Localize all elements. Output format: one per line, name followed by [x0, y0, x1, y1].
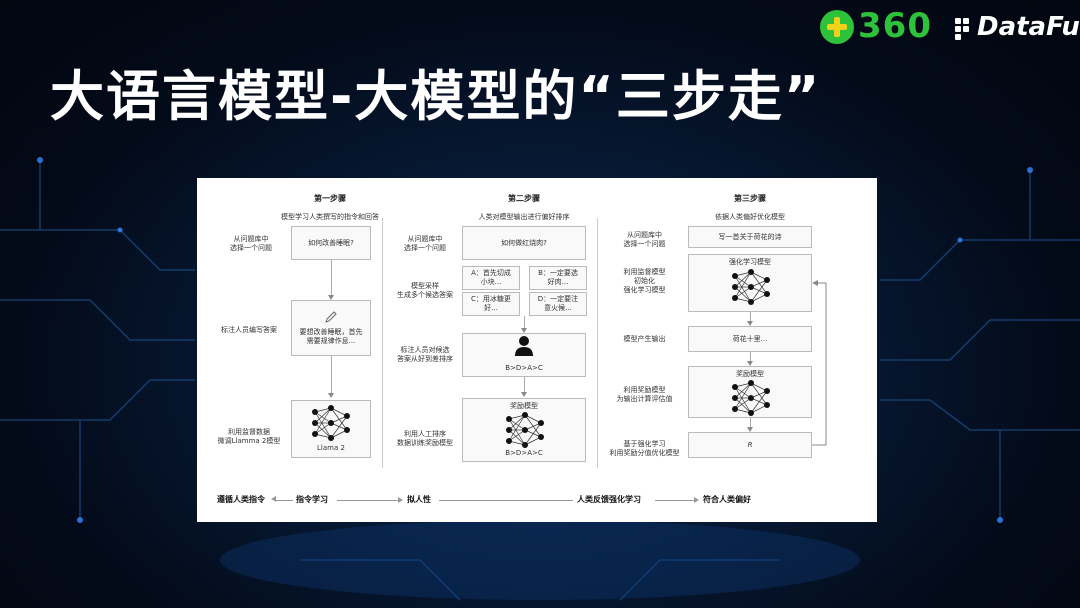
logo-360-text: 360	[858, 6, 932, 46]
step3-label-output: 模型产生输出	[623, 335, 666, 343]
candidate-b: B：一定要选 好肉...	[529, 266, 587, 290]
datafun-mark-icon	[955, 18, 977, 40]
logo-datafun-text: DataFun.	[977, 12, 1080, 42]
neural-network-icon	[312, 405, 350, 441]
label-rlhf: 人类反馈强化学习	[577, 495, 641, 504]
rl-model-label: 强化学习模型	[729, 258, 771, 266]
model-output: 荷花十里...	[732, 334, 768, 343]
neural-network-icon	[732, 380, 770, 416]
label-humanlike: 拟人性	[407, 495, 431, 504]
step1-model-name: Llama 2	[317, 444, 345, 452]
neural-network-icon	[506, 412, 544, 448]
pencil-icon	[325, 311, 337, 323]
step1-answer: 要想改善睡眠，首先 需要规律作息...	[299, 328, 363, 345]
reward-symbol: R	[747, 440, 753, 449]
step2-question-box: 如何做红烧肉?	[462, 226, 586, 260]
step3-label-select: 从问题库中 选择一个问题	[623, 231, 666, 248]
step1-label-select: 从问题库中 选择一个问题	[230, 235, 272, 252]
slide-title: 大语言模型-大模型的“三步走”	[50, 65, 822, 128]
step2-reward-ranking: B>D>A>C	[505, 449, 543, 457]
column-divider	[597, 218, 598, 468]
step1-header: 第一步骤	[314, 194, 346, 203]
label-human-preference: 符合人类偏好	[703, 495, 751, 504]
candidate-a: A：首先切成 小块...	[462, 266, 520, 290]
step2-label-sample: 模型采样 生成多个候选答案	[397, 282, 453, 299]
feedback-loop-arrow	[812, 280, 827, 446]
step1-label-finetune: 利用监督数据 微调Llamma 2模型	[217, 428, 281, 445]
step3-label-optimize: 基于强化学习 利用奖励分值优化模型	[609, 440, 680, 457]
step1-answer-box: 要想改善睡眠，首先 需要规律作息...	[291, 300, 371, 356]
person-icon	[515, 336, 533, 356]
step3-label-init: 利用监督模型 初始化 强化学习模型	[623, 268, 666, 294]
label-follow-instructions: 遵循人类指令	[217, 495, 265, 504]
step1-question-box: 如何改善睡眠?	[291, 226, 371, 260]
step3-label-reward: 利用奖励模型 为输出计算评估值	[616, 386, 673, 403]
step3-header: 第三步骤	[734, 194, 766, 203]
step3-subtitle: 依据人类偏好优化模型	[715, 213, 785, 221]
neural-network-icon	[732, 269, 770, 305]
step2-label-train: 利用人工排序 数据训练奖励模型	[397, 430, 453, 447]
step1-question: 如何改善睡眠?	[308, 238, 354, 247]
candidate-c: C：用冰糖更 好...	[462, 292, 520, 316]
label-instruction-learning: 指令学习	[296, 495, 328, 504]
step1-label-write: 标注人员编写答案	[221, 326, 277, 334]
candidate-d: D：一定要注 意火候...	[529, 292, 587, 316]
step2-reward-model-label: 奖励模型	[510, 402, 538, 410]
step2-header: 第二步骤	[508, 194, 540, 203]
step2-label-rank: 标注人员对候选 答案从好到差排序	[397, 346, 453, 363]
step3-question: 写一首关于荷花的诗	[718, 232, 782, 241]
step3-question-box: 写一首关于荷花的诗	[688, 226, 812, 248]
column-divider	[382, 218, 383, 468]
step2-question: 如何做红烧肉?	[501, 238, 547, 247]
step3-reward-model-label: 奖励模型	[736, 370, 764, 378]
reward-score-box: R	[688, 432, 812, 458]
step2-subtitle: 人类对模型输出进行偏好排序	[478, 213, 570, 221]
ranking-order: B>D>A>C	[505, 364, 543, 372]
step2-label-select: 从问题库中 选择一个问题	[404, 235, 446, 252]
step1-subtitle: 模型学习人类撰写的指令和回答	[281, 213, 379, 221]
step3-reward-model-box: 奖励模型	[688, 366, 812, 418]
rlhf-diagram-panel: 第一步骤 模型学习人类撰写的指令和回答 从问题库中 选择一个问题 如何改善睡眠?…	[197, 178, 877, 522]
logo-360: 360	[820, 6, 945, 46]
output-box: 荷花十里...	[688, 326, 812, 352]
